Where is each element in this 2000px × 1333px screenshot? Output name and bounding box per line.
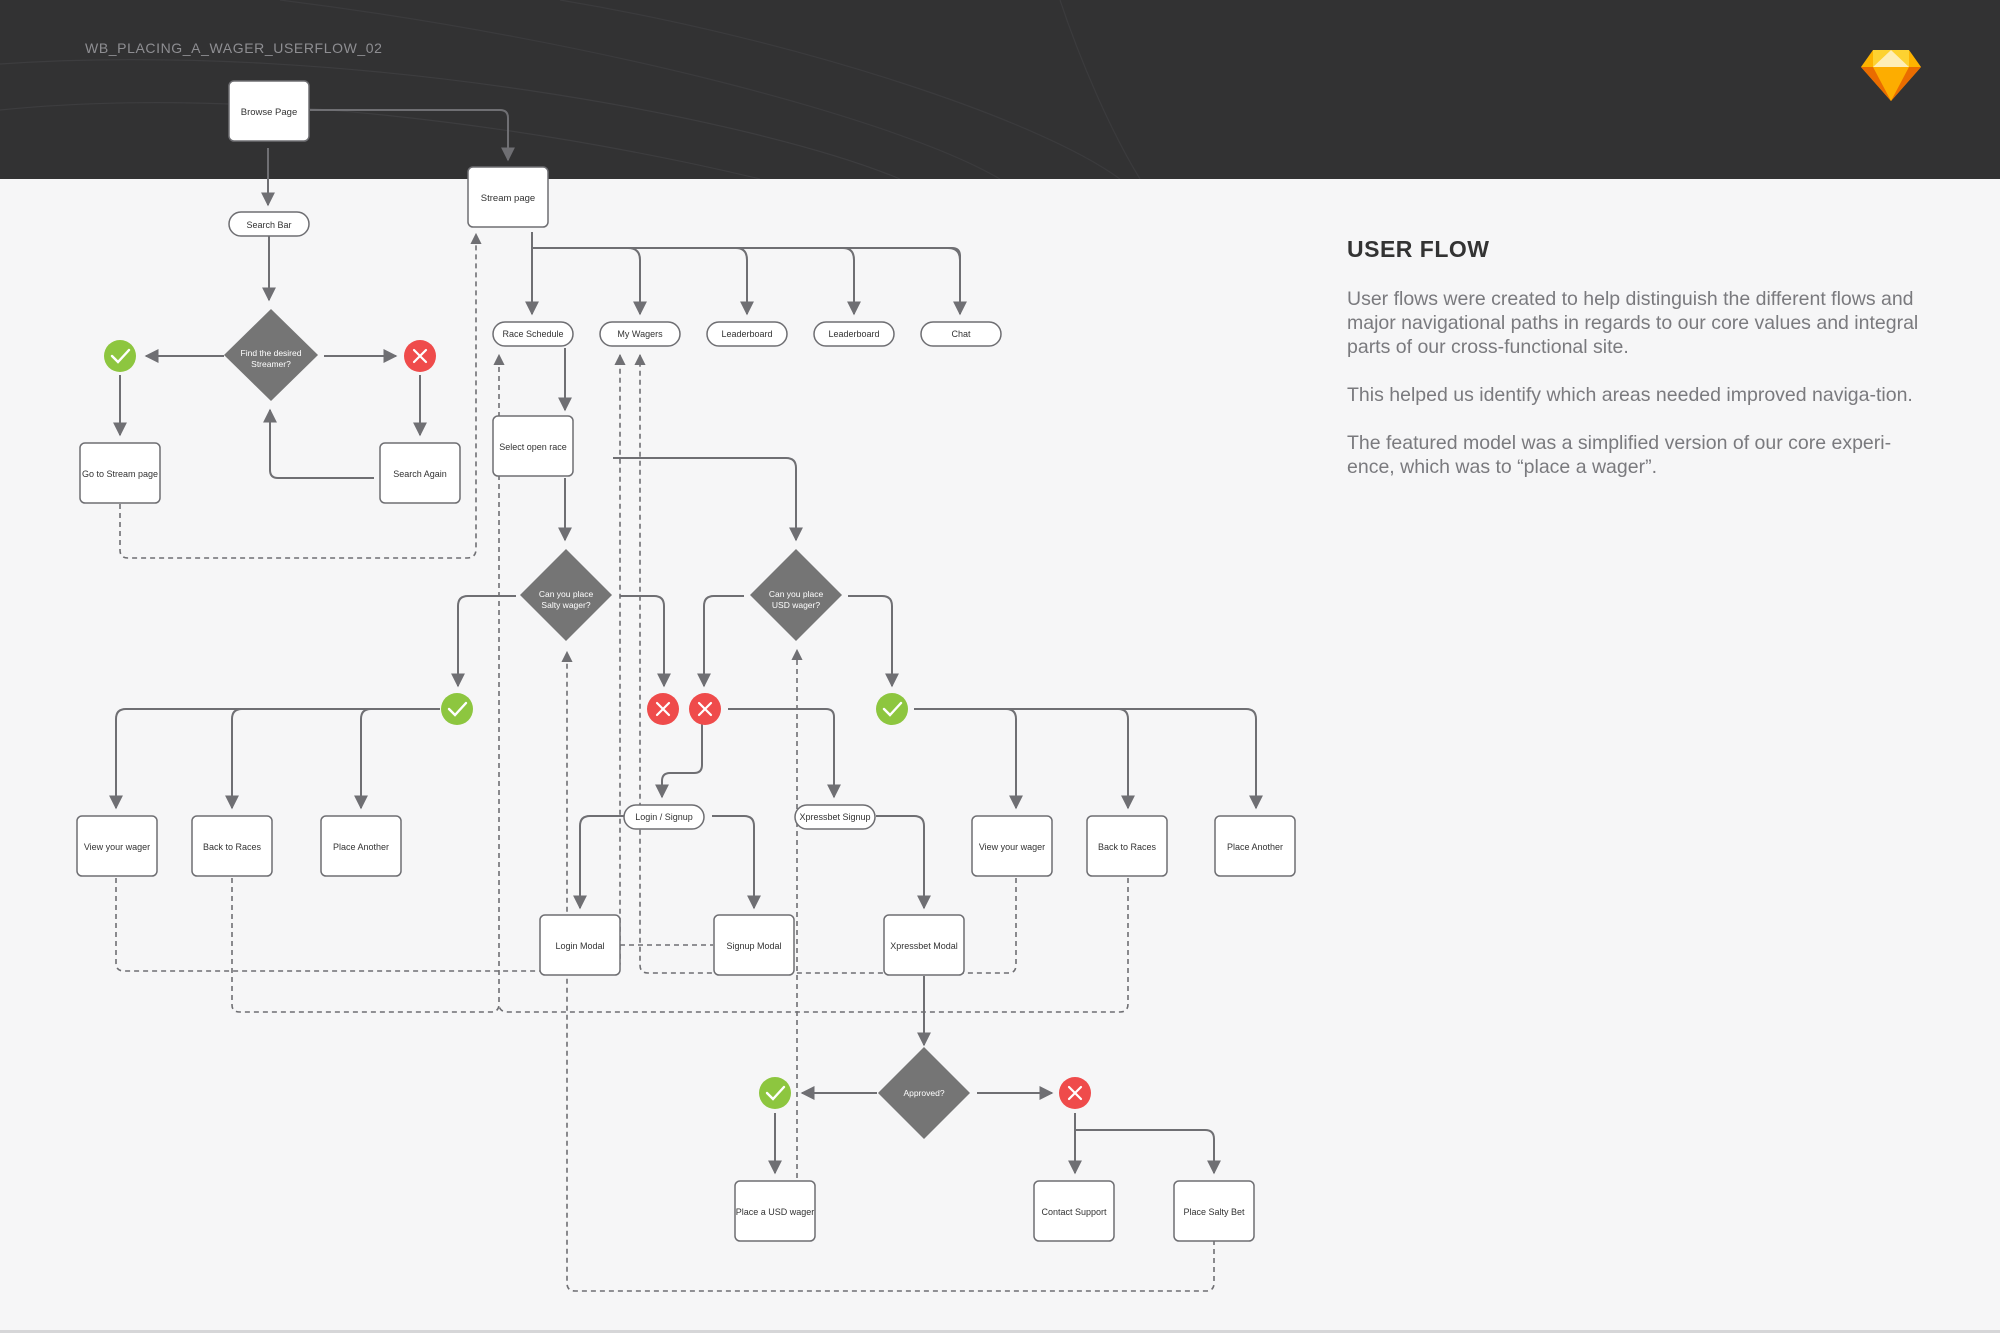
- login-modal-label: Login Modal: [555, 941, 604, 951]
- header-decoration: [0, 0, 1141, 179]
- salty-wager-decision: [520, 549, 612, 641]
- back-to-races-left-box[interactable]: [191, 815, 273, 877]
- check-icon: [441, 693, 473, 725]
- view-wager-right-box[interactable]: [971, 815, 1053, 877]
- select-open-race-box[interactable]: [492, 415, 574, 477]
- panel-title: USER FLOW: [1347, 236, 1490, 262]
- place-another-right-label: Place Another: [1227, 842, 1283, 852]
- bottom-divider: [0, 1330, 2000, 1333]
- find-streamer-label-1: Find the desired: [241, 348, 302, 358]
- back-to-races-left-label: Back to Races: [203, 842, 262, 852]
- find-streamer-label-2: Streamer?: [251, 359, 291, 369]
- usd-decision-label-1: Can you place: [769, 589, 824, 599]
- xpressbet-modal-box[interactable]: [883, 914, 965, 976]
- xpressbet-signup-pill[interactable]: [794, 804, 876, 830]
- login-signup-pill[interactable]: [623, 804, 705, 830]
- salty-decision-label-2: Salty wager?: [541, 600, 590, 610]
- cross-icon: [647, 693, 679, 725]
- header-banner: WB_PLACING_A_WAGER_USERFLOW_02: [0, 0, 2000, 179]
- leaderboard-label-2: Leaderboard: [828, 329, 879, 339]
- go-to-stream-label: Go to Stream page: [82, 469, 158, 479]
- race-schedule-label: Race Schedule: [502, 329, 563, 339]
- cross-icon: [404, 340, 436, 372]
- cross-icon: [1059, 1077, 1091, 1109]
- place-usd-wager-box[interactable]: [734, 1180, 816, 1242]
- my-wagers-pill[interactable]: [599, 321, 681, 347]
- leaderboard-pill-2[interactable]: [813, 321, 895, 347]
- search-bar-label: Search Bar: [246, 220, 291, 230]
- place-salty-bet-label: Place Salty Bet: [1183, 1207, 1245, 1217]
- search-again-box[interactable]: [379, 442, 461, 504]
- leaderboard-label-1: Leaderboard: [721, 329, 772, 339]
- search-bar-pill[interactable]: [228, 211, 310, 237]
- panel-paragraph-2: This helped us identify which areas need…: [1347, 384, 1913, 406]
- usd-wager-decision: [750, 549, 842, 641]
- place-usd-wager-label: Place a USD wager: [736, 1207, 815, 1217]
- view-wager-left-box[interactable]: [76, 815, 158, 877]
- login-signup-label: Login / Signup: [635, 812, 693, 822]
- usd-decision-label-2: USD wager?: [772, 600, 820, 610]
- stream-page-box[interactable]: [467, 166, 549, 228]
- signup-modal-label: Signup Modal: [726, 941, 781, 951]
- go-to-stream-box[interactable]: [79, 442, 161, 504]
- my-wagers-label: My Wagers: [617, 329, 663, 339]
- browse-page-label: Browse Page: [241, 107, 298, 118]
- dashed-connectors: [115, 232, 1215, 1292]
- document-id: WB_PLACING_A_WAGER_USERFLOW_02: [85, 40, 383, 56]
- approved-label: Approved?: [903, 1088, 944, 1098]
- solid-connectors: [109, 109, 1263, 1175]
- user-flow-description: USER FLOW User flows were created to hel…: [1347, 236, 1923, 503]
- xpressbet-signup-label: Xpressbet Signup: [799, 812, 870, 822]
- stream-page-label: Stream page: [481, 193, 535, 204]
- chat-label: Chat: [951, 329, 971, 339]
- leaderboard-pill-1[interactable]: [706, 321, 788, 347]
- salty-decision-label-1: Can you place: [539, 589, 594, 599]
- select-open-race-label: Select open race: [499, 442, 567, 452]
- contact-support-label: Contact Support: [1041, 1207, 1107, 1217]
- back-to-races-right-box[interactable]: [1086, 815, 1168, 877]
- panel-paragraph-1: User flows were created to help distingu…: [1347, 288, 1919, 358]
- xpressbet-modal-label: Xpressbet Modal: [890, 941, 958, 951]
- signup-modal-box[interactable]: [713, 914, 795, 976]
- back-to-races-right-label: Back to Races: [1098, 842, 1157, 852]
- login-modal-box[interactable]: [539, 914, 621, 976]
- place-another-left-label: Place Another: [333, 842, 389, 852]
- place-salty-bet-box[interactable]: [1173, 1180, 1255, 1242]
- cross-icon: [689, 693, 721, 725]
- approved-decision: [878, 1047, 970, 1139]
- check-icon: [759, 1077, 791, 1109]
- place-another-right-box[interactable]: [1214, 815, 1296, 877]
- check-icon: [876, 693, 908, 725]
- find-streamer-decision: [224, 309, 318, 401]
- chat-pill[interactable]: [920, 321, 1002, 347]
- view-wager-left-label: View your wager: [84, 842, 150, 852]
- panel-paragraph-3: The featured model was a simplified vers…: [1347, 432, 1892, 478]
- view-wager-right-label: View your wager: [979, 842, 1045, 852]
- race-schedule-pill[interactable]: [492, 321, 574, 347]
- check-icon: [104, 340, 136, 372]
- place-another-left-box[interactable]: [320, 815, 402, 877]
- search-again-label: Search Again: [393, 469, 447, 479]
- sketch-diamond-icon: [1861, 50, 1921, 101]
- contact-support-box[interactable]: [1033, 1180, 1115, 1242]
- browse-page-box[interactable]: [228, 80, 310, 142]
